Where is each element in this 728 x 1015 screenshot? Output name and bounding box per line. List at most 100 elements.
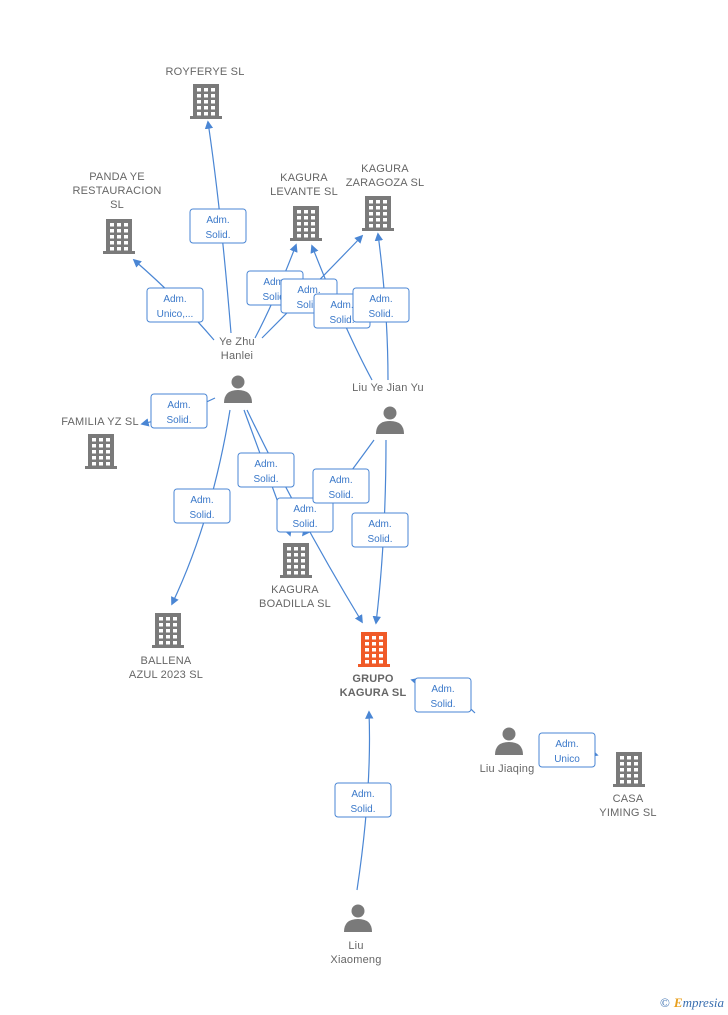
person-icon <box>376 406 404 434</box>
edge-label-text: Solid. <box>430 699 455 710</box>
node-label: Hanlei <box>221 350 253 362</box>
node-label: LEVANTE SL <box>270 186 338 198</box>
edge-label-text: Solid. <box>292 519 317 530</box>
edge-labels-layer: Adm.Solid.Adm.Unico,...Adm.Solid.Adm.Sol… <box>146 208 596 818</box>
edge-label-text: Solid. <box>368 309 393 320</box>
edge-label-yezhu-to-familia[interactable]: Adm.Solid. <box>150 393 208 429</box>
edge-label-box <box>351 512 409 548</box>
edge-label-text: Adm. <box>163 294 186 305</box>
person-icon <box>344 904 372 932</box>
node-label: CASA <box>613 793 644 805</box>
node-label: YIMING SL <box>599 807 656 819</box>
edge-label-box <box>538 732 596 768</box>
edge-label-box <box>150 393 208 429</box>
edge-label-text: Adm. <box>368 519 391 530</box>
edge-label-text: Adm. <box>351 789 374 800</box>
copyright-symbol: © <box>660 995 670 1010</box>
person-icon <box>495 727 523 755</box>
building-icon <box>85 434 117 469</box>
node-label: GRUPO <box>352 673 394 685</box>
edge-label-text: Adm. <box>555 739 578 750</box>
edge-label-text: Solid. <box>350 804 375 815</box>
edge-label-box <box>312 468 370 504</box>
node-label: FAMILIA YZ SL <box>61 416 139 428</box>
edge-label-box <box>189 208 247 244</box>
node-label: KAGURA <box>361 163 409 175</box>
edge-label-text: Adm. <box>329 475 352 486</box>
node-label: ROYFERYE SL <box>165 66 244 78</box>
node-label: BALLENA <box>141 655 192 667</box>
brand-watermark: ©Empresia <box>660 995 724 1011</box>
edge-label-text: Adm. <box>330 300 353 311</box>
building-icon <box>103 219 135 254</box>
edge-label-text: Solid. <box>262 292 287 303</box>
node-casa[interactable]: CASA YIMING SL <box>599 752 657 819</box>
edge-label-liuye-to-grupo[interactable]: Adm.Solid. <box>351 512 409 548</box>
edge-label-liuye-to-zaragoza[interactable]: Adm. Solid. <box>352 287 410 323</box>
edge-label-liuye-to-boadilla[interactable]: Adm. Solid. <box>312 468 370 504</box>
node-ballena[interactable]: BALLENA AZUL 2023 SL <box>129 613 203 681</box>
building-icon <box>358 632 390 667</box>
building-icon <box>362 196 394 231</box>
edge-label-yezhu-to-boadilla[interactable]: Adm. Solid. <box>237 452 295 488</box>
edge-label-box <box>414 677 472 713</box>
edge-label-text: Adm. <box>369 294 392 305</box>
brand-name: mpresia <box>682 995 724 1010</box>
edge-label-jiaqing-to-grupo[interactable]: Adm. Solid. <box>414 677 472 713</box>
node-label: Liu Jiaqing <box>480 763 535 775</box>
node-jiaqing[interactable]: Liu Jiaqing <box>480 727 535 776</box>
node-label: AZUL 2023 SL <box>129 669 203 681</box>
building-icon <box>280 543 312 578</box>
person-icon <box>224 375 252 403</box>
edge-label-yezhu-to-grupo[interactable]: Adm. Solid. <box>276 497 334 533</box>
edge-label-box <box>237 452 295 488</box>
building-icon <box>290 206 322 241</box>
edge-label-text: Unico <box>554 754 580 765</box>
node-label: KAGURA <box>271 584 319 596</box>
node-label: KAGURA <box>280 172 328 184</box>
node-label: KAGURA SL <box>340 687 407 699</box>
brand-initial: E <box>673 995 683 1010</box>
edge-label-yezhu-to-ballena[interactable]: Adm. Solid. <box>173 488 231 524</box>
edge-label-text: Adm. <box>254 459 277 470</box>
edge-label-text: Solid. <box>166 415 191 426</box>
edge-label-xiaomeng-to-grupo[interactable]: Adm. Solid. <box>334 782 392 818</box>
node-label: Liu Ye Jian Yu <box>352 382 424 394</box>
node-label: Liu <box>348 940 363 952</box>
edge-label-box <box>334 782 392 818</box>
edge-label-text: Adm. <box>297 285 320 296</box>
edge-label-text: Solid. <box>253 474 278 485</box>
node-label: PANDA YE <box>89 171 145 183</box>
edge-label-text: Unico,... <box>157 309 194 320</box>
edge-label-box <box>146 287 204 323</box>
edge-label-box <box>276 497 334 533</box>
edge-label-box <box>352 287 410 323</box>
edge-label-text: Solid. <box>328 490 353 501</box>
edge-label-text: Adm. <box>431 684 454 695</box>
node-royferye[interactable]: ROYFERYE SL <box>165 66 244 119</box>
edge-label-text: Solid. <box>189 510 214 521</box>
node-familia[interactable]: FAMILIA YZ SL <box>61 416 139 469</box>
edge-label-yezhu-to-royferye[interactable]: Adm.Solid. <box>189 208 247 244</box>
edge-label-text: Adm. <box>293 504 316 515</box>
edge-label-text: Adm. <box>263 277 286 288</box>
node-liuye[interactable]: Liu Ye Jian Yu <box>352 382 424 434</box>
node-levante[interactable]: KAGURA LEVANTE SL <box>270 172 338 241</box>
building-icon <box>190 84 222 119</box>
edge-label-jiaqing-to-casa[interactable]: Adm. Unico <box>538 732 596 768</box>
edge-label-text: Adm. <box>190 495 213 506</box>
building-icon <box>613 752 645 787</box>
edge-label-text: Adm. <box>206 215 229 226</box>
edge-label-text: Solid. <box>329 315 354 326</box>
edge-label-text: Solid. <box>296 300 321 311</box>
node-grupo[interactable]: GRUPO KAGURA SL <box>340 632 407 699</box>
node-label: RESTAURACION <box>73 185 162 197</box>
edge-label-yezhu-to-panda[interactable]: Adm. Unico,... <box>146 287 204 323</box>
